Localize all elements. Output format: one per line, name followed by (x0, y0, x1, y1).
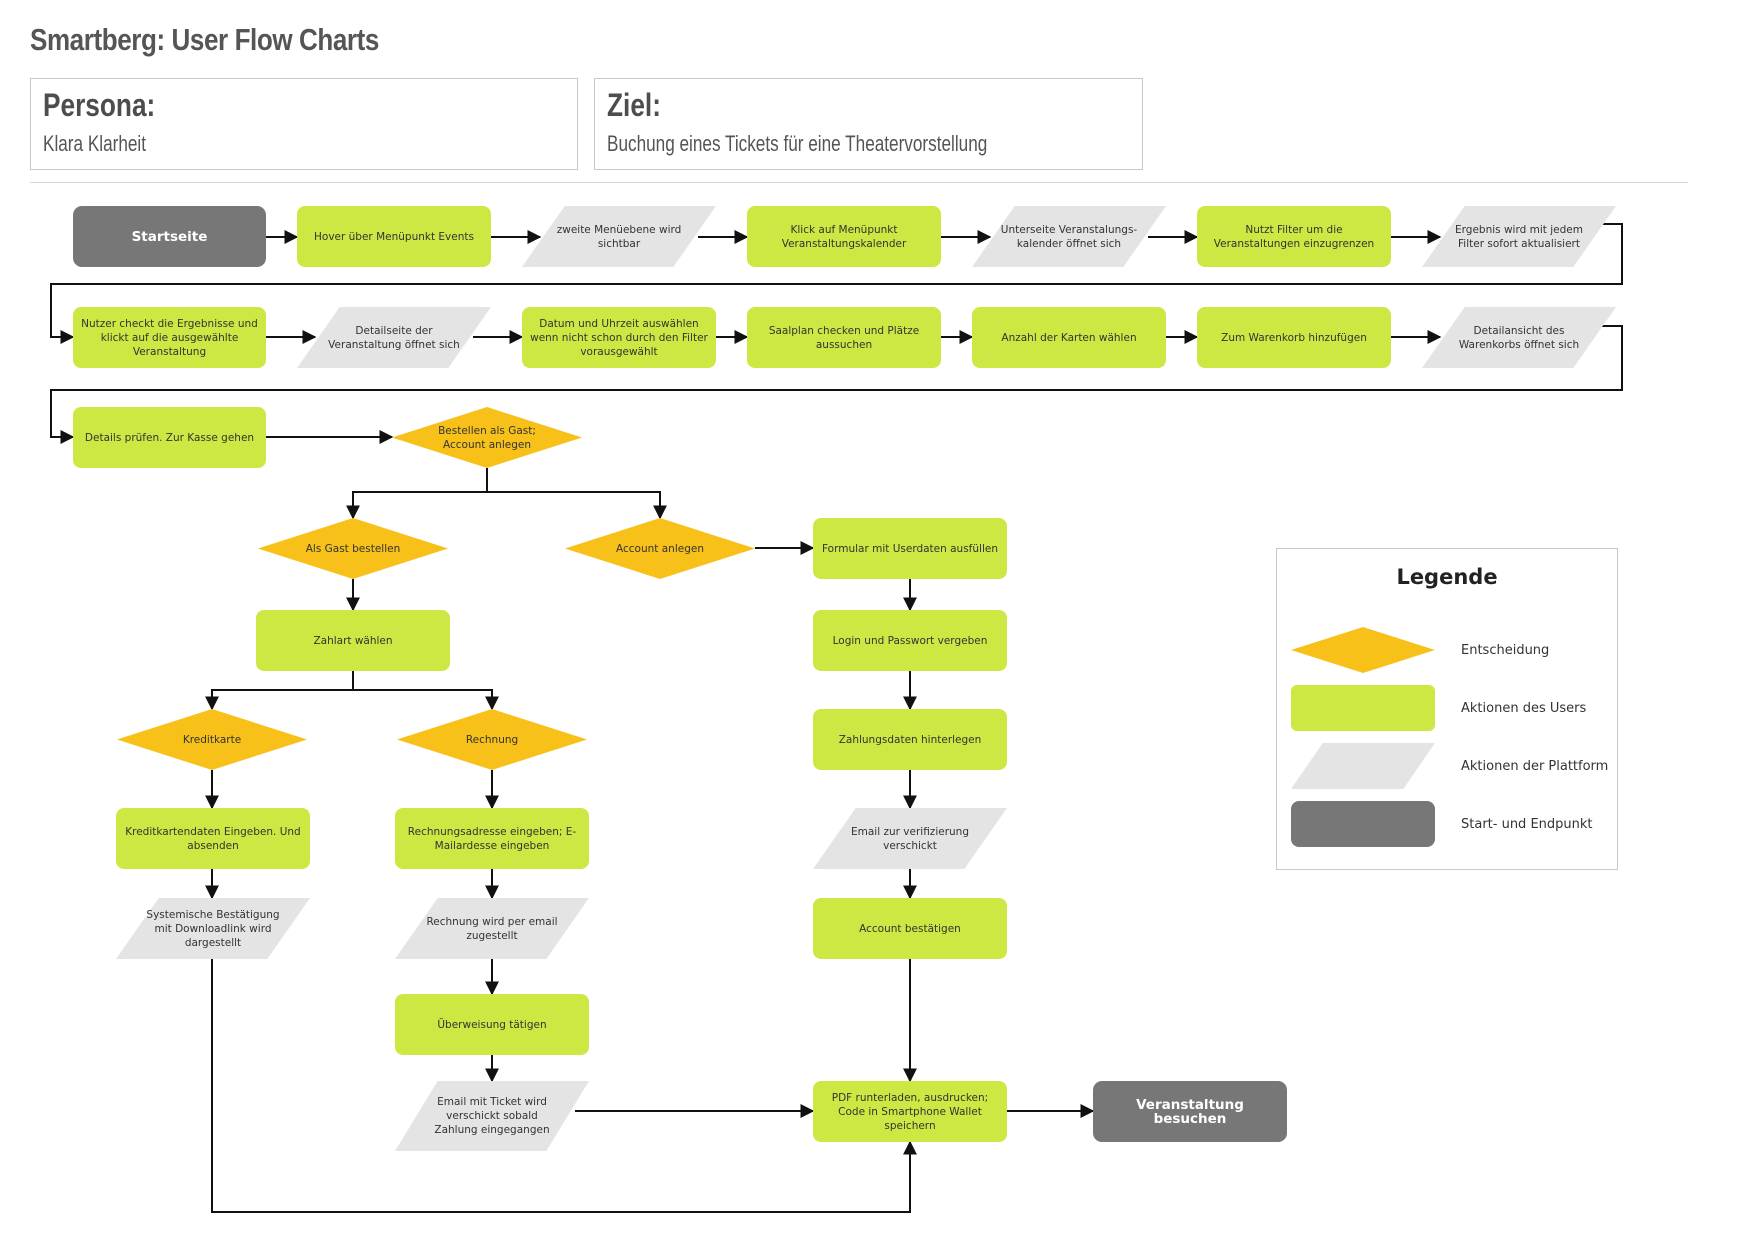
node-label: Veranstaltung besuchen (1136, 1096, 1244, 1127)
node-label: Unterseite Veranstalungs-kalender öffnet… (1000, 223, 1138, 250)
persona-value: Klara Klarheit (43, 131, 147, 156)
node-label: Systemische Bestätigung mit Downloadlink… (146, 908, 280, 949)
decision-order-as-guest: Als Gast bestellen (258, 518, 448, 579)
node-enter-invoice-address: Rechnungsadresse eingeben; E-Mailardesse… (395, 808, 589, 869)
page-title: Smartberg: User Flow Charts (30, 22, 379, 57)
decision-guest-or-account: Bestellen als Gast; Account anlegen (392, 407, 582, 468)
node-click-calendar: Klick auf Menüpunkt Veranstaltungskalend… (747, 206, 941, 267)
legend-item-endpoint: Start- und Endpunkt (1291, 801, 1611, 847)
legend-item-platform: Aktionen der Plattform (1291, 743, 1611, 789)
node-make-transfer: Überweisung tätigen (395, 994, 589, 1055)
connector-d1-to-d2 (346, 468, 488, 520)
legend-swatch-action (1291, 685, 1435, 731)
node-label: Hover über Menüpunkt Events (314, 230, 474, 243)
connector-n7-to-n8 (50, 223, 1623, 344)
node-label: Kreditkarte (182, 733, 242, 746)
node-detail-page-opens: Detailseite der Veranstaltung öffnet sic… (297, 307, 491, 368)
legend-label: Aktionen des Users (1461, 700, 1587, 716)
node-system-confirmation: Systemische Bestätigung mit Downloadlink… (116, 898, 310, 959)
node-label: Datum und Uhrzeit auswählen wenn nicht s… (530, 317, 708, 358)
node-results-updated: Ergebnis wird mit jedem Filter sofort ak… (1422, 206, 1616, 267)
legend-swatch-endpoint (1291, 801, 1435, 847)
node-second-menu-visible: zweite Menüebene wird sichtbar (522, 206, 716, 267)
node-label: Details prüfen. Zur Kasse gehen (84, 431, 255, 444)
connector-a1-to-d5 (353, 689, 499, 711)
legend-item-decision: Entscheidung (1291, 627, 1611, 673)
node-label: Ergebnis wird mit jedem Filter sofort ak… (1455, 223, 1583, 250)
node-label: Account bestätigen (859, 922, 961, 935)
node-use-filter: Nutzt Filter um die Veranstaltungen einz… (1197, 206, 1391, 267)
legend-label: Aktionen der Plattform (1461, 758, 1609, 774)
node-choose-payment: Zahlart wählen (256, 610, 450, 671)
node-add-to-cart: Zum Warenkorb hinzufügen (1197, 307, 1391, 368)
node-label: Als Gast bestellen (305, 542, 401, 555)
node-label: Rechnungsadresse eingeben; E-Mailardesse… (407, 825, 577, 852)
connector-n14-to-n15 (50, 325, 1623, 444)
legend-label: Start- und Endpunkt (1461, 816, 1593, 832)
node-ticket-count: Anzahl der Karten wählen (972, 307, 1166, 368)
node-check-details-checkout: Details prüfen. Zur Kasse gehen (73, 407, 266, 468)
node-confirm-account: Account bestätigen (813, 898, 1007, 959)
goal-label: Ziel: (607, 87, 661, 123)
node-hover-menu-events: Hover über Menüpunkt Events (297, 206, 491, 267)
legend-swatch-decision (1291, 627, 1435, 673)
legend-title: Legende (1396, 565, 1498, 589)
node-verification-email-sent: Email zur verifizierung verschickt (813, 808, 1007, 869)
header-divider (30, 182, 1688, 183)
persona-label: Persona: (43, 87, 156, 123)
goal-box: Ziel: Buchung eines Tickets für eine The… (594, 78, 1143, 170)
node-label: zweite Menüebene wird sichtbar (556, 223, 682, 250)
node-download-pdf: PDF runterladen, ausdrucken; Code in Sma… (813, 1081, 1007, 1142)
node-startseite: Startseite (73, 206, 266, 267)
node-label: Account anlegen (616, 542, 704, 555)
node-cart-view-opens: Detailansicht des Warenkorbs öffnet sich (1422, 307, 1616, 368)
legend-swatch-platform (1291, 743, 1435, 789)
node-label: Zum Warenkorb hinzufügen (1221, 331, 1367, 344)
node-store-payment-data: Zahlungsdaten hinterlegen (813, 709, 1007, 770)
node-label: Formular mit Userdaten ausfüllen (822, 542, 998, 555)
node-label: Zahlungsdaten hinterlegen (838, 733, 982, 746)
node-visit-event: Veranstaltung besuchen (1093, 1081, 1287, 1142)
decision-invoice: Rechnung (397, 709, 587, 770)
node-set-login-password: Login und Passwort vergeben (813, 610, 1007, 671)
legend: Legende Entscheidung Aktionen des Users … (1276, 548, 1618, 870)
node-label: Nutzt Filter um die Veranstaltungen einz… (1213, 223, 1375, 250)
node-label: Nutzer checkt die Ergebnisse und klickt … (81, 317, 258, 358)
node-seat-plan: Saalplan checken und Plätze aussuchen (747, 307, 941, 368)
node-label: Überweisung tätigen (437, 1018, 547, 1031)
goal-value: Buchung eines Tickets für eine Theatervo… (607, 131, 988, 156)
node-label: Email zur verifizierung verschickt (851, 825, 969, 852)
node-label: Login und Passwort vergeben (832, 634, 988, 647)
node-label: Anzahl der Karten wählen (1001, 331, 1137, 344)
decision-credit-card: Kreditkarte (117, 709, 307, 770)
node-label: Detailseite der Veranstaltung öffnet sic… (328, 324, 460, 351)
node-label: Saalplan checken und Plätze aussuchen (768, 324, 920, 351)
legend-label: Entscheidung (1461, 642, 1550, 658)
node-enter-credit-card: Kreditkartendaten Eingeben. Und absenden (116, 808, 310, 869)
node-calendar-page-opens: Unterseite Veranstalungs-kalender öffnet… (972, 206, 1166, 267)
node-label: Rechnung wird per email zugestellt (426, 915, 558, 942)
persona-box: Persona: Klara Klarheit (30, 78, 578, 170)
decision-create-account: Account anlegen (565, 518, 755, 579)
node-label: Bestellen als Gast; Account anlegen (438, 424, 536, 451)
node-invoice-email: Rechnung wird per email zugestellt (395, 898, 589, 959)
node-label: Zahlart wählen (313, 634, 393, 647)
node-select-date-time: Datum und Uhrzeit auswählen wenn nicht s… (522, 307, 716, 368)
node-fill-user-form: Formular mit Userdaten ausfüllen (813, 518, 1007, 579)
connector-p1-to-f1 (211, 959, 917, 1213)
node-check-results: Nutzer checkt die Ergebnisse und klickt … (73, 307, 266, 368)
node-label: Klick auf Menüpunkt Veranstaltungskalend… (781, 223, 907, 250)
node-label: Startseite (131, 228, 208, 245)
connector-a1-to-d4 (205, 671, 354, 711)
node-ticket-email: Email mit Ticket wird verschickt sobald … (395, 1081, 589, 1151)
node-label: Rechnung (465, 733, 519, 746)
node-label: Email mit Ticket wird verschickt sobald … (434, 1096, 550, 1136)
legend-item-action: Aktionen des Users (1291, 685, 1611, 731)
node-label: PDF runterladen, ausdrucken; Code in Sma… (831, 1091, 989, 1132)
connector-d1-to-d3 (487, 491, 667, 520)
node-label: Detailansicht des Warenkorbs öffnet sich (1458, 324, 1580, 351)
node-label: Kreditkartendaten Eingeben. Und absenden (125, 825, 301, 852)
